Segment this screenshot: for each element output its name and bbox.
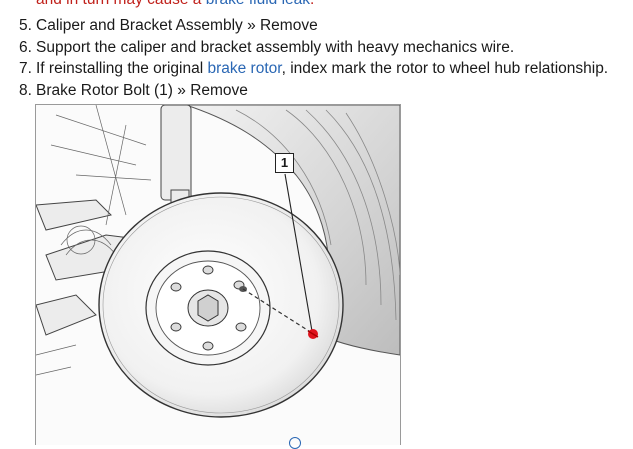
brake-rotor-link[interactable]: brake rotor: [207, 60, 282, 77]
step-text: Brake Rotor Bolt (1) » Remove: [36, 81, 248, 99]
step-number: 6.: [19, 38, 32, 56]
step-number: 7.: [19, 60, 32, 77]
step-text: Caliper and Bracket Assembly » Remove: [36, 17, 318, 34]
step-item: 8. Brake Rotor Bolt (1) » Remove: [0, 80, 608, 102]
rotor-drawing: [36, 105, 400, 418]
step-number: 5.: [19, 17, 32, 34]
step-text: Support the caliper and bracket assembly…: [36, 38, 515, 56]
step-item: 6. Support the caliper and bracket assem…: [0, 37, 608, 59]
warning-text-end: .: [310, 0, 314, 8]
procedure-steps: 5. Caliper and Bracket Assembly » Remove…: [0, 15, 608, 101]
step-number: 8.: [19, 81, 32, 99]
step-text: If reinstalling the original: [36, 60, 208, 77]
step-item: 5. Caliper and Bracket Assembly » Remove: [0, 15, 608, 37]
step-item: 7. If reinstalling the original brake ro…: [0, 58, 608, 80]
brake-fluid-leak-link[interactable]: brake fluid leak: [206, 0, 310, 8]
warning-text-fragment: and in turn may cause a brake fluid leak…: [36, 0, 314, 9]
zoom-icon[interactable]: [289, 437, 301, 449]
brake-rotor-illustration: [35, 104, 401, 445]
step-text-end: , index mark the rotor to wheel hub rela…: [281, 60, 609, 77]
callout-label: 1: [275, 153, 294, 173]
warning-text: and in turn may cause a: [36, 0, 206, 8]
